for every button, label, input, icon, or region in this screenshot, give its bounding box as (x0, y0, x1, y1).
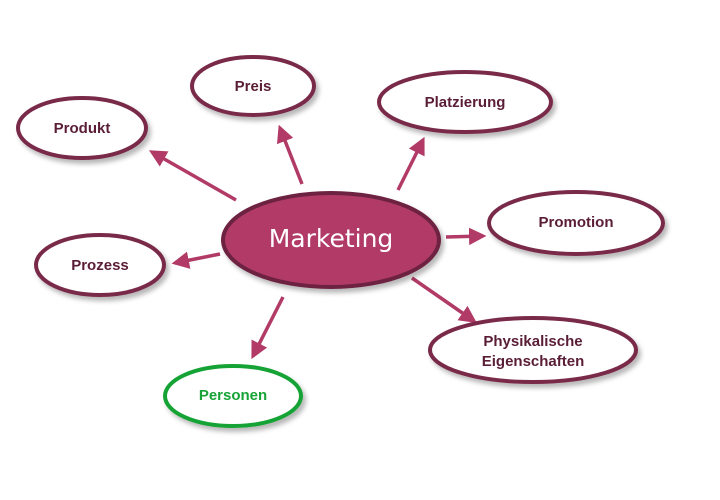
arrow-to-promotion (445, 227, 487, 246)
node-promotion: Promotion (487, 190, 665, 256)
node-label-prozess: Prozess (71, 257, 129, 274)
arrow-to-produkt (148, 150, 237, 202)
node-label-physikalische: Physikalische (483, 333, 582, 350)
node-label-personen: Personen (199, 387, 267, 404)
node-label-platzierung: Platzierung (425, 94, 506, 111)
arrow-to-physikalische (411, 276, 477, 323)
arrow-to-prozess (171, 251, 221, 269)
node-label-promotion: Promotion (539, 214, 614, 231)
node-physikalische-eigenschaften: Physikalische Eigenschaften (428, 316, 638, 384)
arrows (148, 124, 487, 360)
node-prozess: Prozess (34, 233, 166, 297)
arrow-to-preis (276, 124, 304, 185)
node-label-eigenschaften: Eigenschaften (482, 353, 585, 370)
node-label-preis: Preis (235, 78, 272, 95)
node-preis: Preis (190, 55, 316, 117)
center-label: Marketing (269, 224, 394, 253)
node-produkt: Produkt (16, 96, 148, 160)
node-personen: Personen (163, 364, 303, 428)
arrow-to-personen (251, 296, 285, 360)
arrow-to-platzierung (396, 136, 425, 191)
node-label-produkt: Produkt (54, 120, 111, 137)
node-platzierung: Platzierung (377, 70, 553, 134)
center-node-marketing: Marketing (221, 191, 441, 289)
